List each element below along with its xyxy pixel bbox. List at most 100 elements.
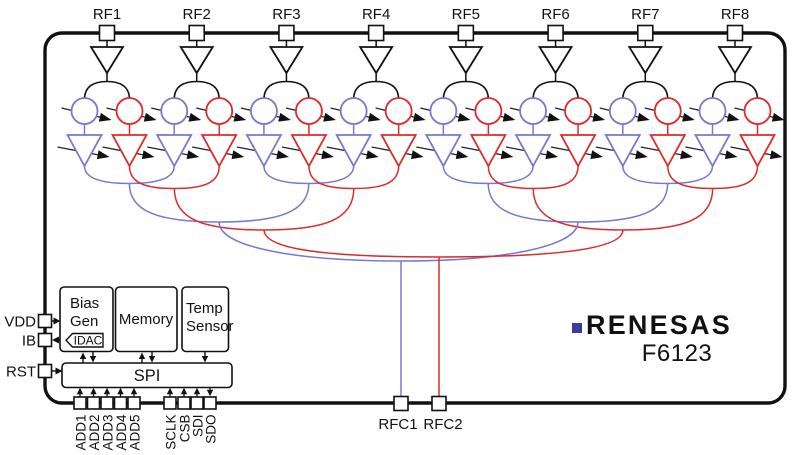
amp-triangle-icon: [537, 46, 574, 75]
phase-shifter-beam1-icon: [339, 97, 368, 125]
vga-beam2-icon: [200, 134, 238, 168]
combiner-level3-beam1: [400, 221, 579, 262]
variable-arrow-head-icon: [367, 112, 381, 122]
phase-shifter-beam1-icon: [70, 97, 99, 125]
amp-triangle-icon: [448, 46, 484, 75]
variable-arrow-head-icon: [276, 150, 289, 160]
combiner-level3-beam2: [438, 229, 624, 258]
pin-arrow-up-icon: [130, 387, 138, 395]
address-pin-pad: [73, 396, 87, 410]
vga-beam2-icon: [469, 134, 507, 168]
spi-pin-label: SCLK: [164, 415, 179, 450]
spi-pin-label: CSB: [178, 415, 193, 443]
renesas-logo: RENESAS: [586, 310, 732, 340]
amp-triangle-icon: [89, 46, 125, 75]
variable-arrow-head-icon: [188, 112, 202, 122]
rf-pad: [367, 24, 385, 42]
vga-beam2-icon: [290, 134, 328, 168]
bus-arrow-down-icon: [201, 356, 209, 363]
combiner-level3-beam2: [263, 229, 440, 258]
vga-beam2-icon: [649, 134, 687, 168]
amp-triangle-icon: [627, 46, 663, 75]
vga-beam2-icon: [110, 134, 149, 168]
pin-arrow-up-icon: [166, 387, 174, 395]
variable-arrow-head-icon: [412, 112, 426, 122]
variable-arrow-head-icon: [143, 112, 157, 122]
rfc1-label: RFC1: [378, 416, 417, 433]
rf-port-label: RF8: [721, 6, 749, 23]
vga-beam2-icon: [738, 134, 777, 168]
variable-arrow-head-icon: [233, 112, 247, 122]
phase-shifter-beam1-icon: [698, 97, 727, 125]
address-pin-label: ADD3: [101, 415, 116, 451]
idac-label: IDAC: [74, 334, 103, 348]
spi-pin-label: SDO: [204, 415, 219, 444]
phase-shifter-beam2-icon: [384, 97, 413, 125]
left-pin-pad: [37, 332, 53, 348]
spi-pin-pad: [163, 396, 177, 410]
phase-shifter-beam1-icon: [429, 97, 458, 125]
vga-beam1-icon: [65, 134, 104, 168]
variable-arrow-head-icon: [502, 112, 516, 122]
phase-shifter-beam2-icon: [115, 97, 144, 125]
rfc1-pad: [393, 395, 409, 412]
rfc2-pad: [431, 395, 447, 412]
address-pin-label: ADD2: [87, 415, 102, 451]
splitter-arc: [442, 80, 490, 100]
variable-arrow-head-icon: [141, 150, 155, 160]
pin-arrow-up-icon: [90, 387, 97, 395]
rf-port-label: RF6: [541, 6, 569, 23]
rf-port-label: RF2: [183, 6, 211, 23]
renesas-logo-square-icon: [572, 323, 582, 333]
part-number-label: F6123: [642, 340, 713, 367]
amp-triangle-icon: [717, 46, 753, 75]
splitter-arc: [83, 80, 131, 100]
pin-arrow-up-icon: [103, 387, 111, 395]
rf-port-label: RF4: [362, 6, 390, 23]
phase-shifter-beam2-icon: [474, 97, 503, 125]
spi-block: [61, 362, 233, 389]
address-pin-label: ADD1: [74, 415, 89, 451]
bus-arrow-up-icon: [79, 352, 87, 359]
rf-port-label: RF3: [272, 6, 300, 23]
vga-beam1-icon: [693, 134, 732, 168]
left-pin-label: IB: [22, 333, 36, 350]
rf-pad: [547, 24, 564, 42]
variable-arrow-head-icon: [323, 112, 336, 122]
left-pin-pad: [37, 363, 53, 379]
rf-pad: [188, 24, 206, 42]
amp-triangle-icon: [358, 46, 394, 75]
pin-arrow-down-icon: [206, 389, 214, 397]
splitter-arc: [711, 80, 759, 100]
vga-beam2-icon: [559, 134, 597, 168]
variable-arrow-head-icon: [96, 150, 110, 160]
variable-arrow-head-icon: [592, 112, 606, 122]
variable-arrow-head-icon: [98, 112, 112, 122]
phase-shifter-beam2-icon: [743, 97, 772, 125]
variable-arrow-head-icon: [411, 150, 424, 160]
rf-pad: [98, 24, 116, 42]
splitter-arc: [352, 80, 400, 100]
vga-beam1-icon: [424, 134, 462, 168]
rf-pad: [636, 24, 654, 42]
phase-shifter-beam1-icon: [608, 97, 637, 125]
variable-arrow-head-icon: [366, 150, 379, 160]
variable-arrow-head-icon: [547, 112, 561, 122]
left-pin-pad: [37, 313, 53, 329]
pin-arrow-up-icon: [193, 387, 201, 395]
address-pin-pad: [100, 396, 114, 410]
variable-arrow-head-icon: [724, 150, 738, 160]
address-pin-pad: [127, 396, 141, 410]
temp-sensor-label: Sensor: [186, 318, 234, 335]
variable-arrow-head-icon: [637, 112, 650, 122]
rf-port-label: RF1: [93, 6, 121, 23]
rf-pad: [726, 24, 744, 42]
rf-pad: [278, 24, 295, 42]
ib-arrow-icon: [52, 336, 59, 344]
splitter-arc: [173, 80, 221, 100]
rf-pad: [457, 24, 475, 42]
variable-arrow-head-icon: [635, 150, 648, 160]
phase-shifter-beam1-icon: [519, 97, 547, 125]
pin-arrow-up-icon: [117, 387, 124, 395]
spi-pin-pad: [203, 396, 217, 410]
